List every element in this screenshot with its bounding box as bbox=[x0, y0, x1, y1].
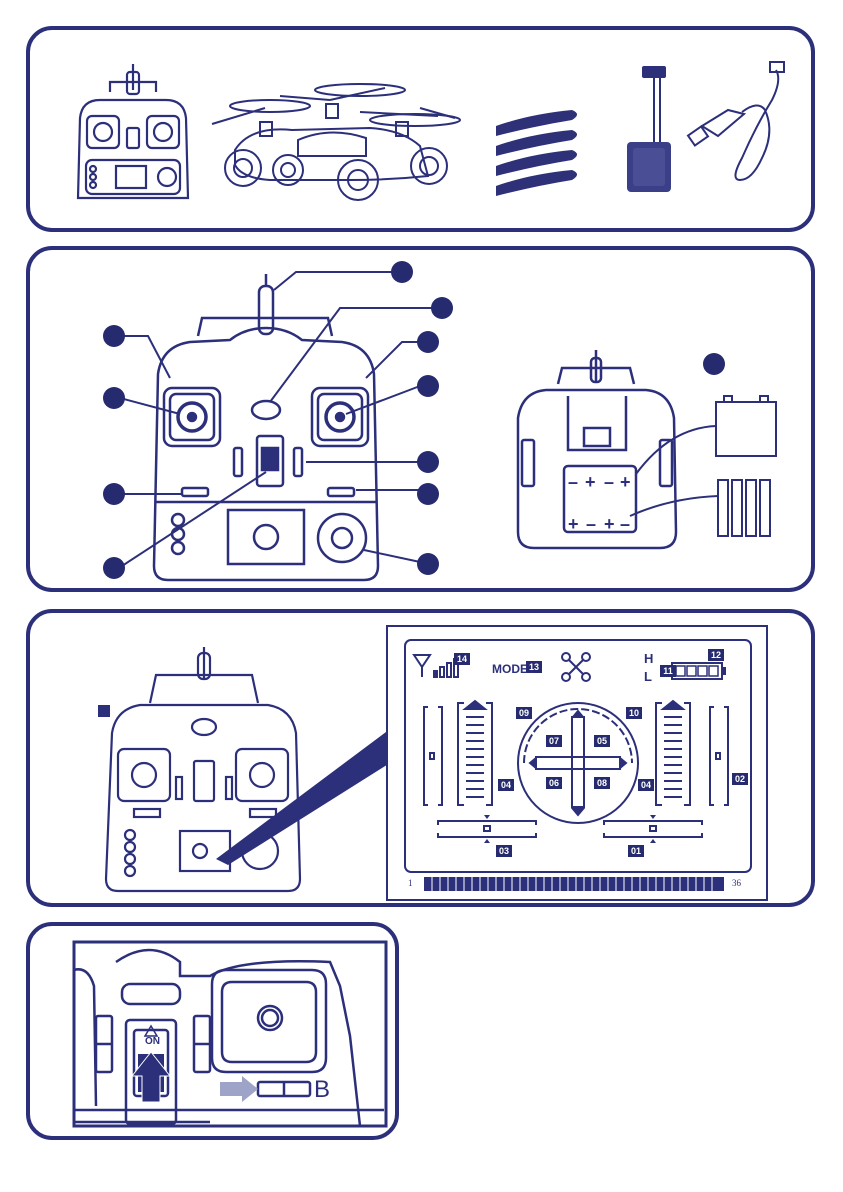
transmitter-panel: –+–+ +–+– bbox=[26, 246, 815, 592]
callout-12: 12 bbox=[708, 649, 724, 661]
pin-end-label: 36 bbox=[732, 878, 741, 888]
pin-start-label: 1 bbox=[408, 878, 413, 888]
direction-pad bbox=[318, 514, 366, 562]
callout-01: 01 bbox=[628, 845, 644, 857]
transmitter-back bbox=[518, 350, 676, 548]
svg-text:–: – bbox=[620, 514, 630, 534]
mode-button bbox=[252, 401, 280, 419]
svg-text:+: + bbox=[620, 472, 631, 492]
right-joystick bbox=[312, 388, 368, 446]
svg-text:+: + bbox=[568, 514, 579, 534]
right-trim bbox=[328, 488, 354, 496]
callout-04-left: 04 bbox=[498, 779, 514, 791]
svg-text:+: + bbox=[585, 472, 596, 492]
trim-label-b: B bbox=[314, 1076, 330, 1104]
aa-batteries bbox=[718, 480, 770, 536]
lcd-pin-strip bbox=[424, 877, 724, 891]
lcd-display: MODE1 H L 14 13 12 11 09 10 07 05 06 08 … bbox=[386, 625, 768, 901]
callout-04-right: 04 bbox=[638, 779, 654, 791]
callout-14: 14 bbox=[454, 653, 470, 665]
usb-charging-cable bbox=[688, 62, 784, 180]
lcd-screen bbox=[228, 510, 304, 564]
power-on-panel: ON B bbox=[26, 922, 399, 1140]
transmitter-illustration: –+–+ +–+– bbox=[30, 250, 811, 588]
left-trim bbox=[182, 488, 208, 496]
callout-03: 03 bbox=[496, 845, 512, 857]
lcd-panel: MODE1 H L 14 13 12 11 09 10 07 05 06 08 … bbox=[26, 609, 815, 907]
callout-09: 09 bbox=[516, 707, 532, 719]
svg-text:–: – bbox=[604, 472, 614, 492]
flying-car-drone bbox=[212, 84, 460, 200]
callout-08: 08 bbox=[594, 777, 610, 789]
svg-text:–: – bbox=[568, 472, 578, 492]
contents-panel bbox=[26, 26, 815, 232]
callout-07: 07 bbox=[546, 735, 562, 747]
callout-05: 05 bbox=[594, 735, 610, 747]
callout-13: 13 bbox=[526, 661, 542, 673]
callout-11: 11 bbox=[660, 665, 676, 677]
lcd-high-label: H bbox=[644, 651, 653, 666]
power-switch-closeup bbox=[30, 926, 395, 1136]
power-switch-label: ON bbox=[145, 1036, 160, 1047]
svg-text:+: + bbox=[604, 514, 615, 534]
transmitter-thumbnail bbox=[78, 64, 188, 198]
lcd-low-label: L bbox=[644, 669, 652, 684]
callout-02: 02 bbox=[732, 773, 748, 785]
callout-06: 06 bbox=[546, 777, 562, 789]
contents-illustration bbox=[30, 30, 811, 228]
callout-10: 10 bbox=[626, 707, 642, 719]
power-switch bbox=[257, 436, 283, 486]
left-joystick bbox=[164, 388, 220, 446]
svg-text:–: – bbox=[586, 514, 596, 534]
spare-propellers bbox=[496, 110, 577, 196]
battery-9v bbox=[716, 396, 776, 456]
battery-pack bbox=[627, 66, 671, 192]
